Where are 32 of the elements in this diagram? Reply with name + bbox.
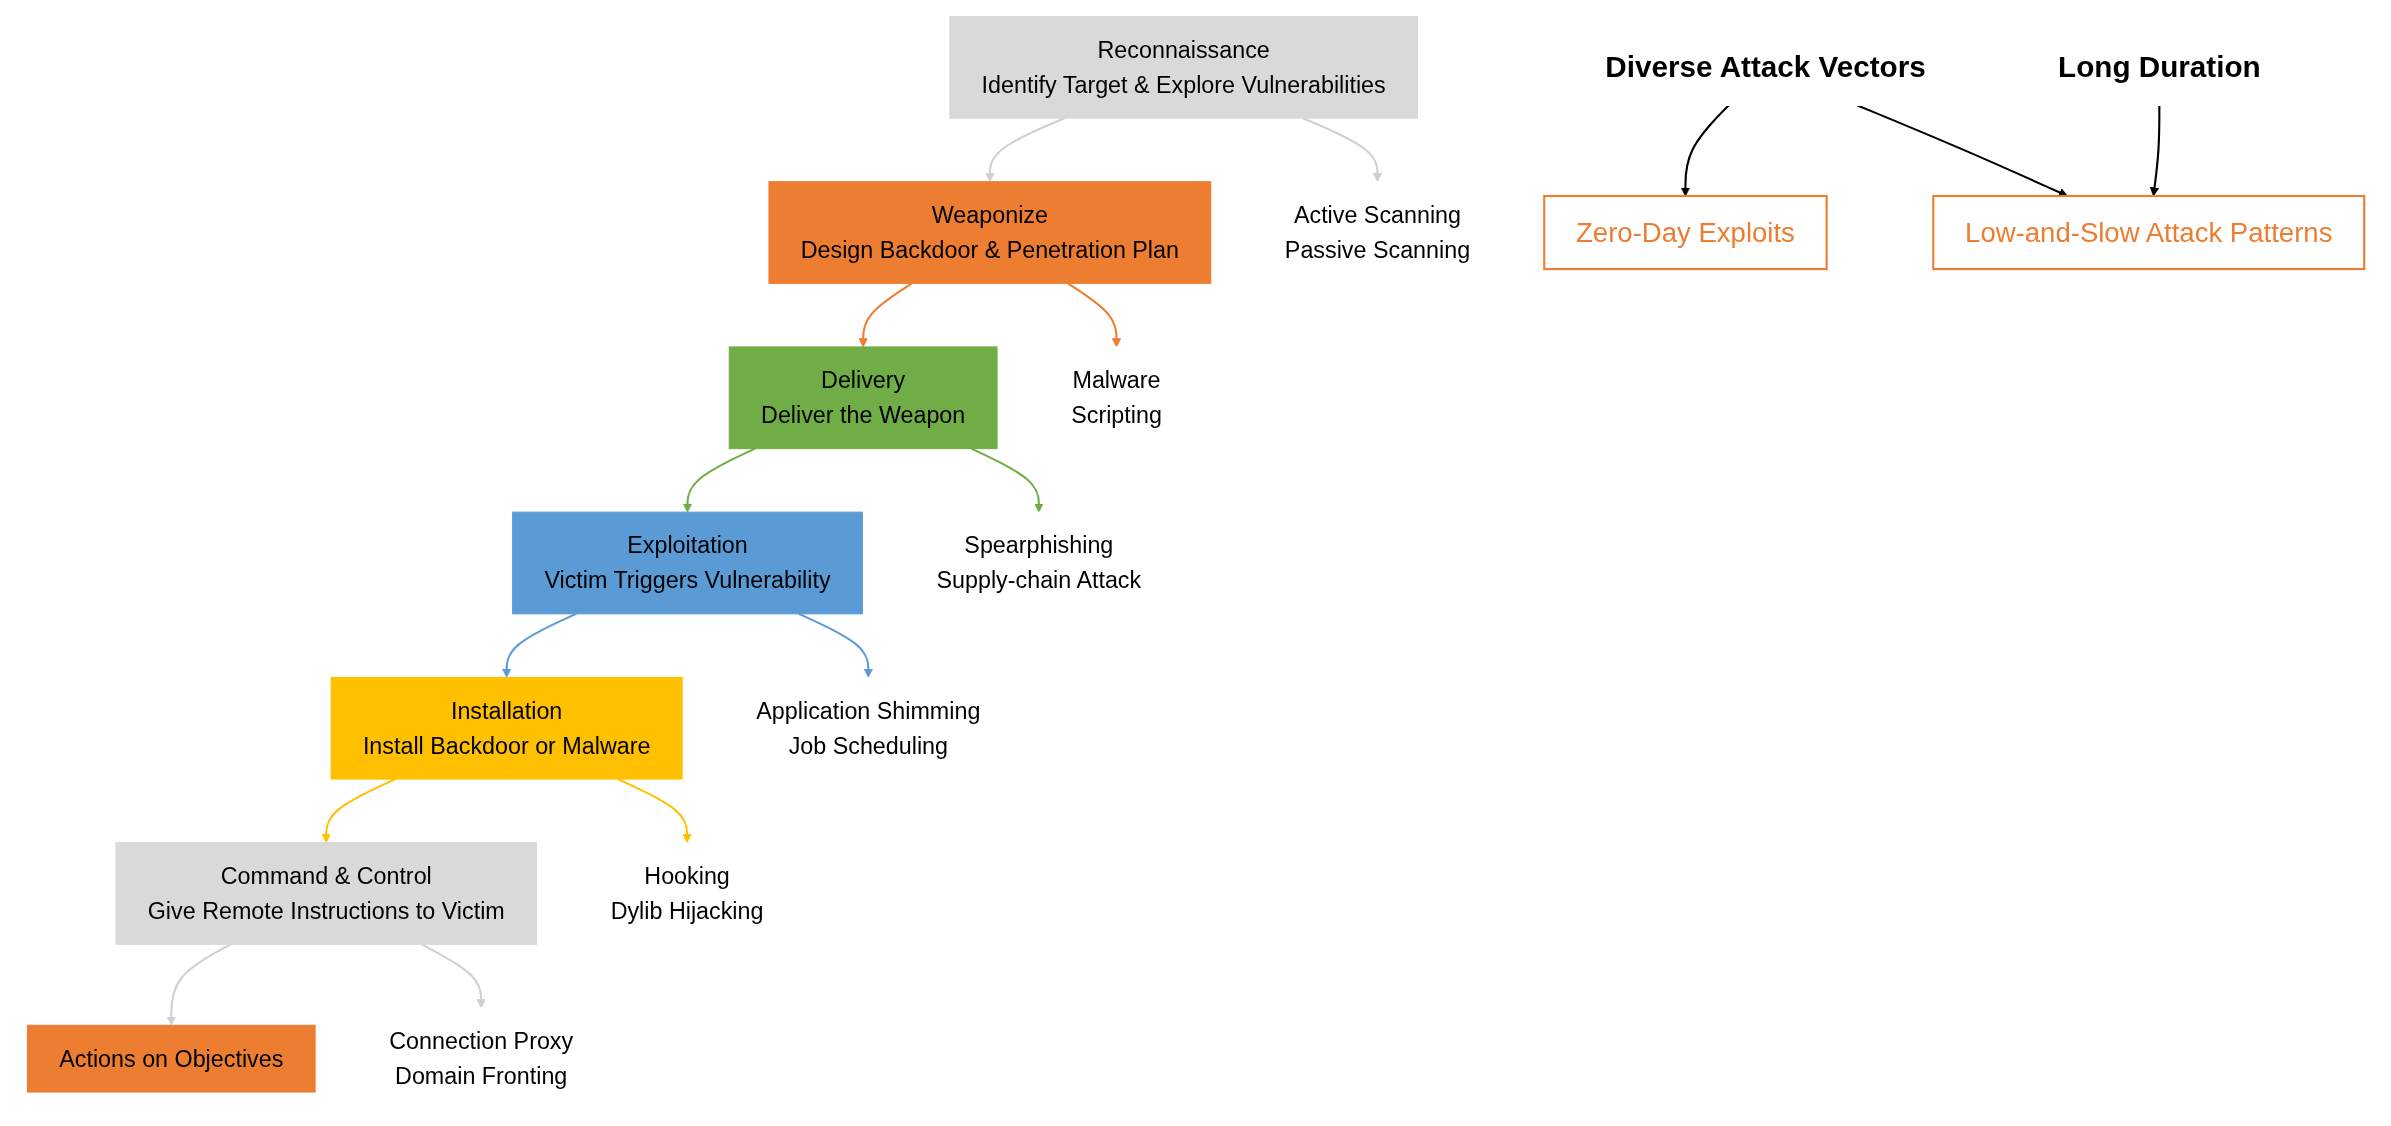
arrow bbox=[321, 778, 396, 844]
arrow bbox=[501, 612, 577, 678]
arrow bbox=[1066, 282, 1121, 348]
arrow bbox=[420, 943, 486, 1009]
node-text: Application Shimming Job Scheduling bbox=[755, 697, 981, 759]
arrow bbox=[798, 612, 873, 678]
node-text: Diverse Attack Vectors bbox=[1605, 50, 1926, 84]
node-box: Actions on Objectives bbox=[26, 1024, 316, 1093]
node-text: Spearphishing Supply-chain Attack bbox=[936, 532, 1141, 594]
arrow bbox=[970, 447, 1044, 513]
node-text: Hooking Dylib Hijacking bbox=[610, 862, 764, 925]
arrow bbox=[984, 117, 1065, 183]
arrow bbox=[1302, 117, 1382, 183]
node-box: Zero-Day Exploits bbox=[1542, 194, 1828, 271]
arrow bbox=[858, 282, 913, 348]
arrow bbox=[616, 778, 692, 844]
node-box: Exploitation Victim Triggers Vulnerability bbox=[511, 511, 863, 615]
arrow bbox=[1680, 104, 1729, 197]
node-box: Command & Control Give Remote Instructions to Victim bbox=[115, 842, 537, 945]
node-box: Low-and-Slow Attack Patterns bbox=[1931, 194, 2365, 271]
node-text: Connection Proxy Domain Fronting bbox=[388, 1027, 573, 1090]
node-box: Installation Install Backdoor or Malware bbox=[330, 676, 683, 780]
arrow bbox=[1856, 104, 2068, 197]
node-text: Active Scanning Passive Scanning bbox=[1284, 201, 1470, 264]
node-text: Malware Scripting bbox=[1070, 367, 1162, 429]
arrow bbox=[682, 447, 756, 513]
node-box: Reconnaissance Identify Target & Explore Vulnerabilities bbox=[948, 15, 1418, 119]
arrow bbox=[2149, 105, 2161, 197]
node-box: Weaponize Design Backdoor & Penetration Plan bbox=[768, 181, 1211, 284]
arrow bbox=[166, 943, 232, 1026]
node-box: Delivery Deliver the Weapon bbox=[728, 346, 998, 450]
node-text: Long Duration bbox=[2057, 50, 2261, 84]
